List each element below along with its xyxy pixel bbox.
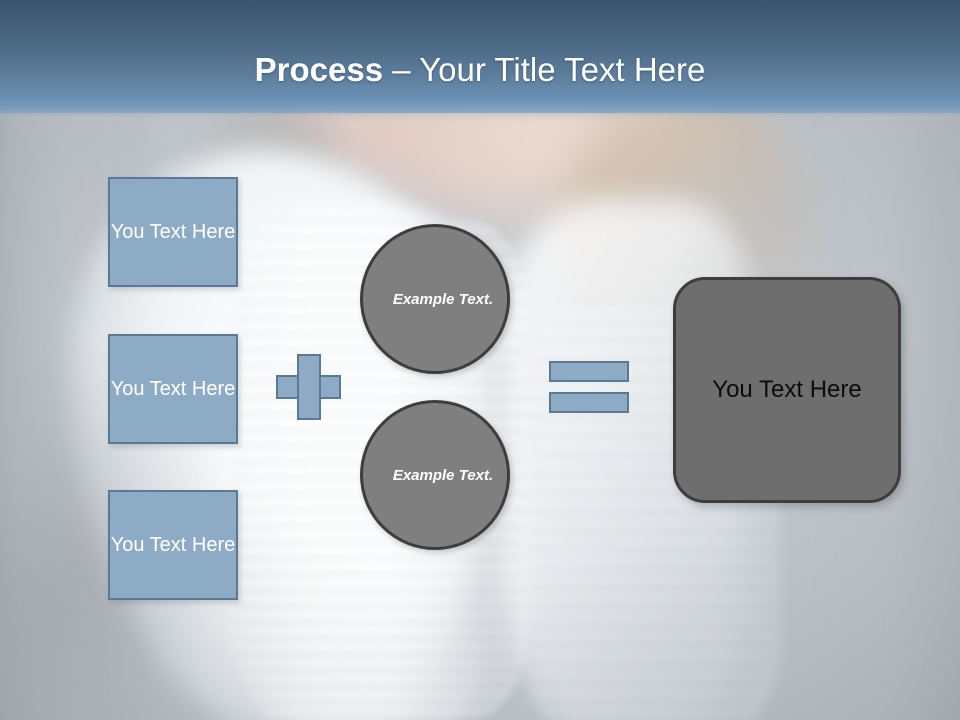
- equals-icon-bottom-bar: [549, 392, 629, 413]
- equals-icon: [549, 361, 629, 413]
- example-circle-2[interactable]: Example Text.: [360, 400, 510, 550]
- result-box-label: You Text Here: [712, 376, 862, 403]
- example-circle-1[interactable]: Example Text.: [360, 224, 510, 374]
- input-box-2[interactable]: You Text Here: [108, 334, 238, 444]
- input-box-2-label: You Text Here: [110, 378, 236, 400]
- example-circle-2-label: Example Text.: [392, 466, 494, 484]
- input-box-3-label: You Text Here: [110, 534, 236, 556]
- title-banner: Process – Your Title Text Here: [0, 0, 960, 123]
- slide-title-strong: Process: [254, 51, 384, 88]
- plus-icon-center: [299, 377, 319, 397]
- input-box-1[interactable]: You Text Here: [108, 177, 238, 287]
- input-box-1-label: You Text Here: [110, 221, 236, 243]
- plus-icon: [276, 354, 341, 420]
- slide-title: Process – Your Title Text Here: [0, 50, 960, 90]
- example-circle-1-label: Example Text.: [392, 290, 494, 308]
- result-box[interactable]: You Text Here: [673, 277, 901, 503]
- input-box-3[interactable]: You Text Here: [108, 490, 238, 600]
- equals-icon-top-bar: [549, 361, 629, 382]
- slide-title-rest: – Your Title Text Here: [383, 51, 706, 88]
